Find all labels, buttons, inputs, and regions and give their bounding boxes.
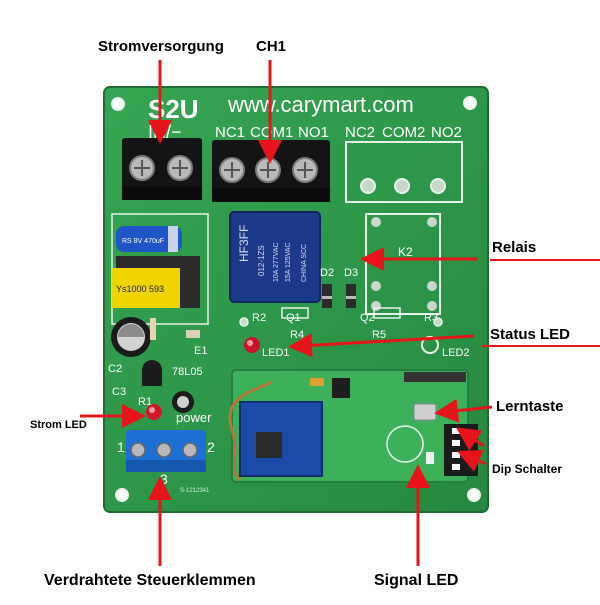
relay-k2-label: K2 (398, 245, 413, 259)
wired-control-terminal (126, 430, 206, 472)
relay-rating-3: CHINA SCC (301, 244, 308, 282)
ch2-terminal-footprint (345, 141, 463, 203)
label-strom-led: Strom LED (30, 419, 87, 431)
board-model: S2U (148, 94, 199, 124)
relay-rating-2: 15A 125VAC (285, 242, 292, 282)
ch2-terminal-labels: NC2 COM2 NO2 (345, 124, 462, 141)
wired-terminal-1: 1 (117, 439, 125, 455)
transformer-label: Ys1000 593 (116, 284, 164, 294)
label-status-led: Status LED (490, 326, 571, 343)
arrow-dip-schalter (456, 427, 485, 451)
relay-brand: HF3FF (237, 225, 251, 262)
capacitor-top: RS 8V 470uF (116, 226, 182, 252)
callout-lines (482, 259, 600, 347)
label-verdrahtete-steuerklemmen: Verdrahtete Steuerklemmen (44, 572, 256, 589)
ch1-label-nc: NC1 (215, 124, 245, 141)
label-c3: C3 (112, 386, 126, 398)
power-led (146, 404, 162, 420)
capacitor-label: RS 8V 470uF (122, 238, 164, 245)
diodes (322, 284, 356, 308)
power-silk: power (176, 410, 212, 425)
ch1-terminal-block (212, 140, 330, 202)
wired-terminal-2: 2 (207, 439, 215, 455)
label-r4: R4 (290, 329, 304, 341)
relay-ch1: HF3FF 012-1ZS 10A 277VAC 15A 125VAC CHIN… (229, 211, 321, 303)
ch1-terminal-labels: NC1 COM1 NO1 (215, 124, 329, 141)
mounting-holes (111, 96, 481, 502)
label-q2: Q2 (360, 312, 375, 324)
pcb-code: S-1212341 (180, 488, 210, 494)
label-led2: LED2 (442, 347, 470, 359)
label-led1: LED1 (262, 347, 290, 359)
ch1-label-no: NO1 (298, 124, 329, 141)
led2-footprint (421, 336, 439, 354)
wired-terminal-3: 3 (160, 471, 168, 487)
arrow-lerntaste (434, 398, 493, 423)
receiver-module (228, 369, 469, 483)
label-e1: E1 (194, 345, 207, 357)
annotation-arrows (80, 60, 493, 566)
component-resistor (150, 318, 156, 340)
label-r5: R5 (372, 329, 386, 341)
regulator-78l05 (142, 360, 162, 386)
capacitor-small (172, 391, 194, 413)
ch1-label-com: COM1 (250, 124, 293, 141)
arrow-dip-schalter-2 (457, 449, 487, 472)
capacitor-large (111, 317, 151, 357)
label-stromversorgung: Stromversorgung (98, 38, 224, 55)
label-dip-schalter: Dip Schalter (492, 462, 563, 476)
label-r2: R2 (252, 312, 266, 324)
ch2-label-no: NO2 (431, 124, 462, 141)
label-signal-led: Signal LED (374, 572, 459, 589)
arrow-status-led (288, 333, 475, 358)
ch2-label-nc: NC2 (345, 124, 375, 141)
status-led-led1 (244, 337, 260, 353)
label-ch1: CH1 (256, 38, 287, 55)
label-d3: D3 (344, 267, 358, 279)
relay-rating-1: 10A 277VAC (273, 242, 280, 282)
power-terminal-block (122, 138, 202, 200)
transformer: Ys1000 593 (112, 256, 200, 308)
label-d2: D2 (320, 267, 334, 279)
label-78l05: 78L05 (172, 366, 203, 378)
ch2-label-com: COM2 (382, 124, 425, 141)
transistor-footprints (239, 307, 443, 327)
component-silkscreen: D2 D3 R2 Q1 Q2 R3 R4 R5 LED1 LED2 C2 C3 … (108, 267, 470, 455)
label-lerntaste: Lerntaste (496, 398, 564, 415)
label-relais: Relais (492, 239, 537, 256)
relay-model: 012-1ZS (257, 245, 266, 276)
label-c2: C2 (108, 363, 122, 375)
component-smd (186, 330, 200, 338)
dip-switch (444, 424, 478, 476)
board-website: www.carymart.com (227, 92, 414, 117)
